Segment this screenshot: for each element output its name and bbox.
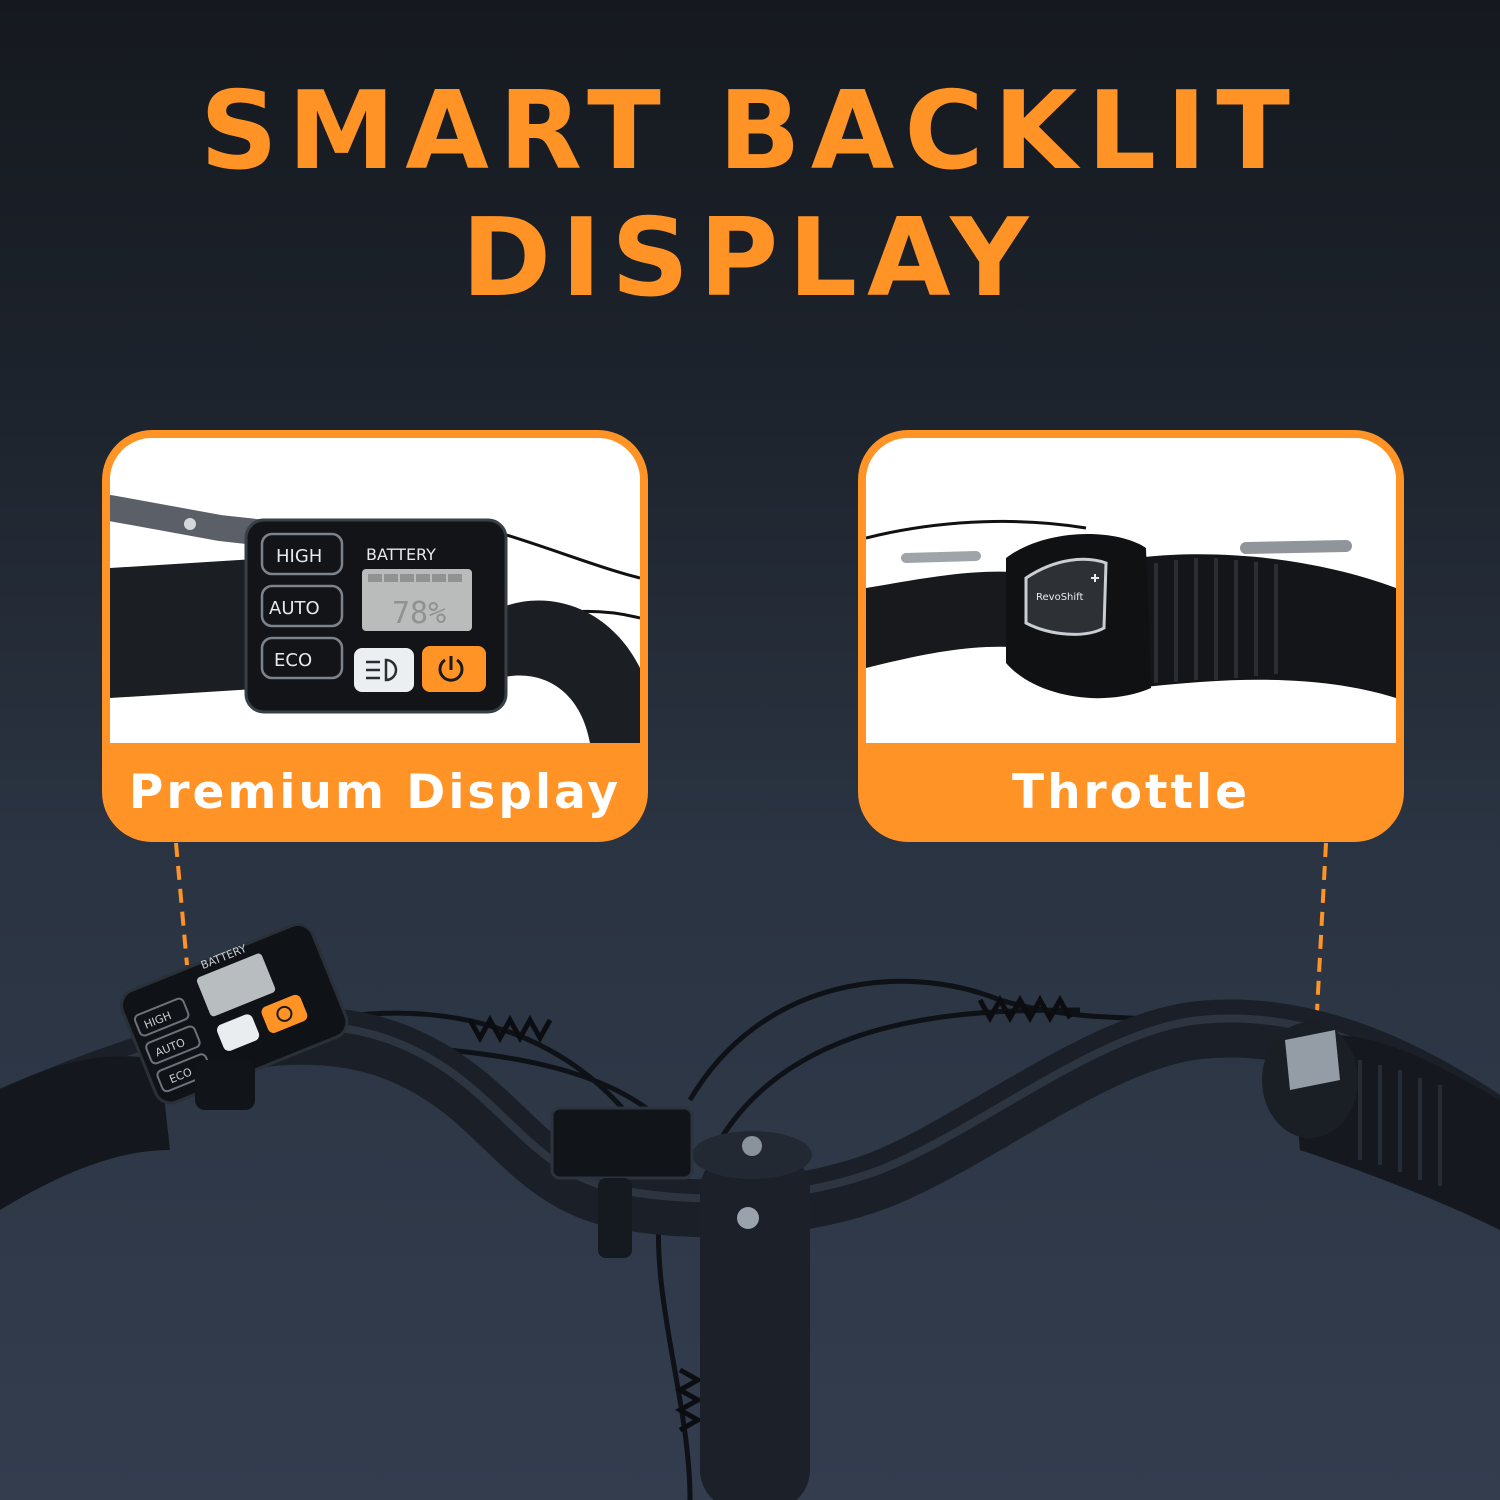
mode-button-high: HIGH [276,546,322,567]
power-icon [438,656,464,682]
callout-line-throttle [1314,842,1328,1031]
throttle-photo: RevoShift [866,438,1396,743]
card-throttle: RevoShift Throttle [858,430,1404,842]
battery-readout: 78% [392,596,446,631]
power-button [422,646,486,692]
headline-line-2: DISPLAY [461,196,1039,321]
premium-display-photo: HIGH AUTO ECO BATTERY 78% [110,438,640,743]
callout-line-display [174,842,189,966]
mode-button-eco: ECO [274,650,312,671]
headlight-icon [366,658,398,682]
headline-line-1: SMART BACKLIT [200,69,1300,194]
caption-throttle: Throttle [1012,765,1250,820]
caption-premium-display: Premium Display [128,765,622,820]
card-premium-display: HIGH AUTO ECO BATTERY 78% [102,430,648,842]
shifter-brand: RevoShift [1036,592,1083,603]
battery-label: BATTERY [366,545,436,564]
handlebar-display: BATTERY HIGH AUTO ECO [120,922,349,1105]
mode-button-auto: AUTO [269,598,320,619]
headlight-button [354,648,414,692]
